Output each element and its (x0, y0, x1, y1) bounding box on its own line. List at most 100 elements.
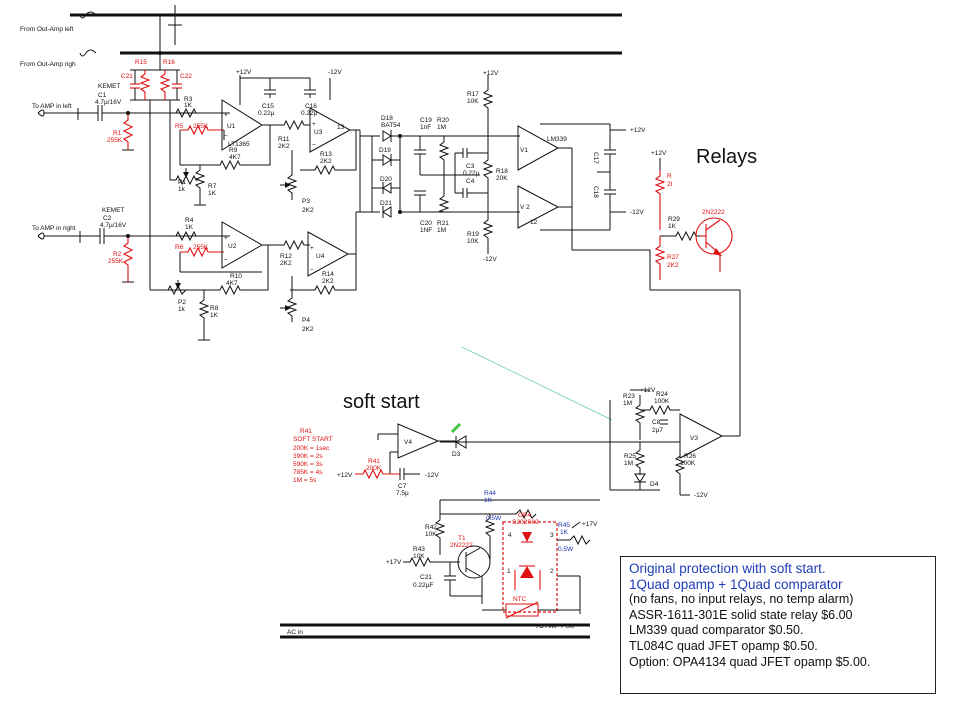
label-c20-val: 1NF (420, 227, 432, 234)
label-to-amp-psu: TO AMP PSU (535, 623, 575, 630)
sst-title1: R41 (300, 428, 312, 435)
label-r23-val: 1M (623, 400, 632, 407)
label-r20-val: 1M (437, 124, 446, 131)
label-c4: C4 (466, 178, 475, 185)
label-c22: C22 (180, 73, 192, 80)
label-r17-rail: +12V (483, 70, 499, 77)
label-out-amp-left: From Out-Amp left (20, 26, 74, 33)
label-r5: R5 (175, 123, 184, 130)
label-r19-rail: -12V (483, 256, 497, 263)
label-c20: C20 (420, 220, 432, 227)
label-c21b: C21 (420, 574, 432, 581)
label-r26-val: 100K (680, 460, 696, 467)
label-lm339-m12: -12V (630, 209, 644, 216)
label-u4: U4 (316, 253, 325, 260)
label-r41-val: 200K (366, 465, 382, 472)
label-r41-rail: +12V (337, 472, 353, 479)
label-r21: R21 (437, 220, 449, 227)
label-c7: C7 (398, 483, 407, 490)
label-t1-val: 2N2222 (450, 542, 473, 549)
label-u1-part: LT1365 (228, 141, 250, 148)
label-r45-w: 0.5W (558, 546, 574, 553)
label-r44-w: 0.5W (486, 515, 502, 522)
label-r19-val: 10K (467, 238, 479, 245)
label-u1: U1 (227, 123, 236, 130)
label-t1-rail: +17V (386, 559, 402, 566)
detector-section: D18 BAT54 D19 D20 D21 C19 1nF C20 (356, 70, 650, 263)
label-r7-val: 1K (208, 190, 217, 197)
label-c3: C3 (466, 163, 475, 170)
svg-text:−: − (224, 133, 228, 140)
label-pin1: 1 (507, 568, 511, 575)
label-d18-val: BAT54 (381, 122, 401, 129)
label-r5-val: 255K (193, 123, 209, 130)
svg-text:+: + (224, 235, 228, 242)
svg-text:−: − (310, 267, 314, 274)
label-ntc: NTC (513, 596, 527, 603)
heading-relays: Relays (696, 146, 757, 168)
label-r8-val: 1K (210, 312, 219, 319)
label-r15: R15 (135, 59, 147, 66)
info-line-3: (no fans, no input relays, no temp alarm… (629, 592, 854, 607)
label-r29: R29 (668, 216, 680, 223)
sst-row-4: 1M = 5s (293, 477, 317, 484)
label-pin4: 4 (508, 532, 512, 539)
label-r9: R9 (229, 147, 238, 154)
label-r42-val: 10K (425, 531, 437, 538)
label-r4-val: 1K (185, 224, 194, 231)
left-input-stage: To AMP in left KEMET C1 4.7µ/16V R1 255K… (32, 59, 360, 290)
label-r29-val: 1K (668, 223, 677, 230)
heading-soft-start: soft start (343, 391, 420, 413)
label-kemet-1: KEMET (98, 83, 120, 90)
label-r10: R10 (230, 273, 242, 280)
label-p2-val: 1k (178, 306, 186, 313)
sst-row-0: 200K = 1sec (293, 445, 330, 452)
label-r41: R41 (368, 458, 380, 465)
label-t1: T1 (458, 535, 466, 542)
label-r44: R44 (484, 490, 496, 497)
label-d21: D21 (380, 200, 392, 207)
label-lm339: LM339 (547, 136, 567, 143)
info-line-7: Option: OPA4134 quad JFET opamp $5.00. (629, 654, 871, 669)
output-stage: R42 10K R44 1K 0.5W +17V R43 10K T1 2N22… (280, 490, 600, 639)
label-r-top: R (667, 173, 672, 180)
label-p2: P2 (178, 299, 186, 306)
label-r12: R12 (280, 253, 292, 260)
label-d18: D18 (381, 115, 393, 122)
label-r1: R1 (113, 130, 122, 137)
sst-row-3: 785K = 4s (293, 469, 323, 476)
svg-text:−: − (312, 142, 316, 149)
label-r24: R24 (656, 391, 668, 398)
label-r18-val: 20K (496, 175, 508, 182)
label-r17: R17 (467, 91, 479, 98)
right-input-stage: To AMP in right KEMET C2 4.7µ/16V R2 255… (32, 207, 357, 341)
label-p3-val: 2K2 (302, 207, 314, 214)
label-opto-rail: +17V (582, 521, 598, 528)
label-lm339-p12: +12V (630, 127, 646, 134)
label-r17-val: 10K (467, 98, 479, 105)
label-p1-val: 1k (178, 186, 186, 193)
svg-text:+: + (312, 121, 316, 128)
label-d4: D4 (650, 481, 659, 488)
info-line-5: LM339 quad comparator $0.50. (629, 623, 804, 638)
label-pin13: 13 (337, 124, 345, 131)
label-pin3: 3 (550, 532, 554, 539)
label-p3: P3 (302, 198, 310, 205)
label-op4-val: S202S02 (512, 519, 539, 526)
label-r45: R45 (558, 522, 570, 529)
label-pin12: 12 (530, 219, 538, 226)
label-r25-val: 1M (624, 460, 633, 467)
label-r21-val: 1M (437, 227, 446, 234)
label-relay-rail: +12V (651, 150, 667, 157)
label-r25: R25 (624, 453, 636, 460)
label-p1: P1 (178, 179, 186, 186)
label-to-amp-left: To AMP in left (32, 103, 72, 110)
label-r16: R16 (163, 59, 175, 66)
info-box: Original protection with soft start. 1Qu… (620, 556, 936, 694)
label-r3-val: 1K (184, 102, 193, 109)
label-r43: R43 (413, 546, 425, 553)
label-r4: R4 (185, 217, 194, 224)
label-r27-val: 2K2 (667, 262, 679, 269)
label-d20: D20 (380, 176, 392, 183)
label-c1-val: 4.7µ/16V (95, 99, 122, 106)
